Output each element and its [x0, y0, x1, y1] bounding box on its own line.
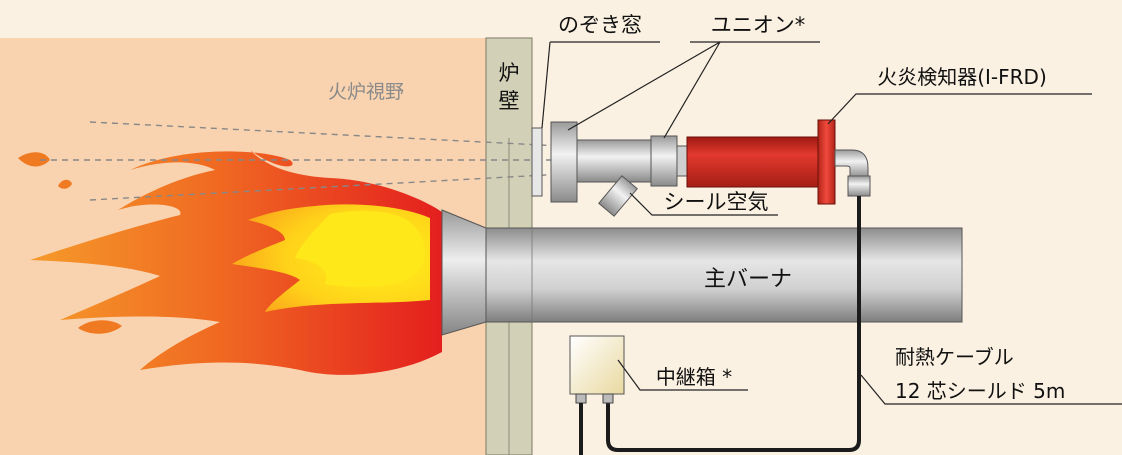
cable-label-line1: 耐熱ケーブル	[895, 345, 1014, 369]
wall-label-2: 壁	[499, 89, 520, 113]
sight-window	[531, 121, 656, 217]
junction-box-label: 中継箱 *	[656, 365, 732, 389]
union-fitting	[650, 135, 678, 187]
furnace-view-label: 火炉視野	[328, 81, 404, 103]
junction-box	[569, 335, 625, 455]
burner-nozzle	[441, 209, 487, 336]
cable-label-line2: 12 芯シールド 5m	[895, 379, 1065, 403]
flame-detector-body	[686, 136, 820, 188]
main-burner-label: 主バーナ	[704, 267, 792, 292]
sight-window-label: のぞき窓	[558, 13, 642, 37]
union-neck	[676, 145, 688, 177]
seal-air-label: シール空気	[664, 190, 769, 214]
union-label: ユニオン*	[711, 13, 806, 37]
flame-detector-label: 火炎検知器(I-FRD)	[877, 65, 1047, 89]
flame	[18, 150, 442, 375]
elbow-fitting	[834, 149, 871, 197]
wall-label-1: 炉	[499, 61, 520, 85]
leader-lines	[541, 41, 1122, 405]
flame-detector-flange	[817, 119, 836, 205]
main-burner-pipe	[485, 227, 963, 323]
heat-resistant-cable	[606, 196, 861, 452]
